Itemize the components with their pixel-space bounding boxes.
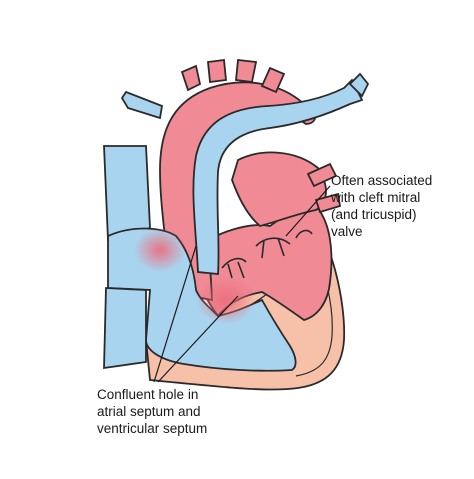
inferior-vena-cava xyxy=(103,287,147,370)
pulmonary-vein-upper xyxy=(306,162,338,188)
superior-vena-cava xyxy=(103,145,151,242)
cleft-valve-line-1: Often associated xyxy=(331,173,433,188)
cleft-valve-line-2: with cleft mitral xyxy=(331,190,421,205)
leader-line-cleft-valve xyxy=(285,185,331,237)
tricuspid-valve xyxy=(221,257,247,279)
atrial-septal-defect-glow xyxy=(134,228,186,272)
confluent-hole-annotation: Confluent hole in atrial septum and vent… xyxy=(97,386,207,437)
confluent-hole-line-3: ventricular septum xyxy=(97,421,208,436)
leader-line-ventricular-septum xyxy=(157,295,239,383)
aorta-branch-3 xyxy=(235,59,258,83)
cleft-valve-line-3: (and tricuspid) xyxy=(331,207,417,222)
aorta-branch-2 xyxy=(207,58,227,84)
pulmonary-artery-branch-right xyxy=(348,72,370,98)
ventricular-septal-defect-glow xyxy=(196,276,256,324)
leader-line-atrial-septum xyxy=(153,245,197,383)
mitral-valve xyxy=(255,229,313,259)
left-atrium-upper xyxy=(231,151,327,227)
confluent-hole-line-2: atrial septum and xyxy=(97,404,201,419)
cleft-valve-annotation: Often associated with cleft mitral (and … xyxy=(331,172,432,240)
pulmonary-artery-branch-left xyxy=(120,90,164,120)
aorta-branch-1 xyxy=(180,64,202,92)
pulmonary-vein-lower xyxy=(314,192,342,214)
confluent-hole-line-1: Confluent hole in xyxy=(97,387,199,402)
aorta-branch-4 xyxy=(260,66,286,94)
cleft-valve-line-4: valve xyxy=(331,224,363,239)
